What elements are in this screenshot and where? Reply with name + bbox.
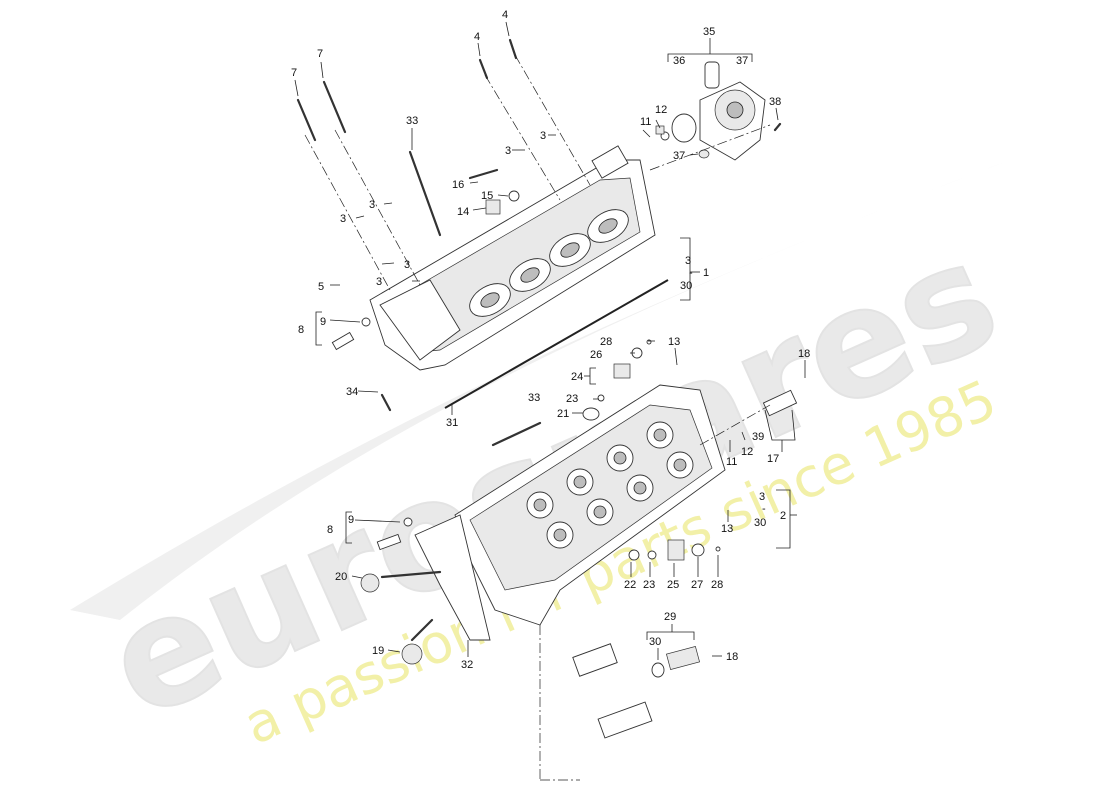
callout-26: 26 (590, 349, 602, 361)
callout-33: 33 (528, 392, 540, 404)
callout-3: 3 (759, 491, 765, 503)
parts (296, 38, 798, 781)
callout-3: 3 (369, 199, 375, 211)
callout-30: 30 (754, 517, 766, 529)
callout-36: 36 (673, 55, 685, 67)
callout-28: 28 (711, 579, 723, 591)
callout-37: 37 (736, 55, 748, 67)
callout-3: 3 (340, 213, 346, 225)
callout-4: 4 (474, 31, 480, 43)
callout-18: 18 (798, 348, 810, 360)
callout-23: 23 (643, 579, 655, 591)
callout-28: 28 (600, 336, 612, 348)
callout-18: 18 (726, 651, 738, 663)
callout-5: 5 (318, 281, 324, 293)
callout-3: 3 (505, 145, 511, 157)
watermark-swoosh (70, 160, 1010, 620)
callout-23: 23 (566, 393, 578, 405)
callout-15: 15 (481, 190, 493, 202)
callout-8: 8 (298, 324, 304, 336)
callout-19: 19 (372, 645, 384, 657)
leader-lines (294, 21, 806, 660)
callout-35: 35 (703, 26, 715, 38)
callout-11: 11 (726, 456, 737, 468)
callout-25: 25 (667, 579, 679, 591)
callout-dash: - (689, 267, 693, 279)
callout-9: 9 (348, 514, 354, 526)
callout-3: 3 (685, 255, 691, 267)
callout-39: 39 (752, 431, 764, 443)
callout-9: 9 (320, 316, 326, 328)
callout-20: 20 (335, 571, 347, 583)
callout-17: 17 (767, 453, 779, 465)
callout-34: 34 (346, 386, 358, 398)
upper-cylinder-head (369, 145, 656, 371)
callout-3: 3 (404, 259, 410, 271)
callout-11: 11 (640, 116, 651, 128)
callout-numbers: 7 7 4 4 35 36 37 38 12 11 37 33 3 3 16 1… (291, 9, 810, 671)
callout-27: 27 (691, 579, 703, 591)
callout-8: 8 (327, 524, 333, 536)
callout-7: 7 (317, 48, 323, 60)
callout-14: 14 (457, 206, 469, 218)
callout-2: 2 (780, 510, 786, 522)
callout-13: 13 (668, 336, 680, 348)
callout-32: 32 (461, 659, 473, 671)
callout-7: 7 (291, 67, 297, 79)
callout-21: 21 (557, 408, 569, 420)
callout-13: 13 (721, 523, 733, 535)
callout-38: 38 (769, 96, 781, 108)
callout-24: 24 (571, 371, 583, 383)
callout-12: 12 (655, 104, 667, 116)
assembly-lines (304, 54, 771, 781)
bolts (296, 38, 782, 642)
callout-4: 4 (502, 9, 508, 21)
callout-16: 16 (452, 179, 464, 191)
callout-1: 1 (703, 267, 709, 279)
vacuum-pump (671, 61, 766, 161)
callout-31: 31 (446, 417, 458, 429)
callout-dash: - (762, 503, 766, 515)
callout-30: 30 (680, 280, 692, 292)
callout-3: 3 (376, 276, 382, 288)
callout-37: 37 (673, 150, 685, 162)
callout-29: 29 (664, 611, 676, 623)
small-parts (331, 125, 798, 739)
gasket-31 (444, 279, 669, 409)
callout-33: 33 (406, 115, 418, 127)
callout-22: 22 (624, 579, 636, 591)
lower-cylinder-head (414, 384, 726, 641)
callout-3: 3 (540, 130, 546, 142)
callout-30: 30 (649, 636, 661, 648)
callout-12: 12 (741, 446, 753, 458)
